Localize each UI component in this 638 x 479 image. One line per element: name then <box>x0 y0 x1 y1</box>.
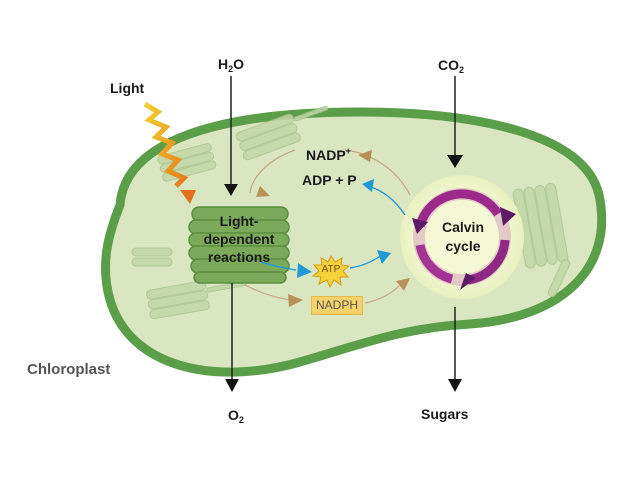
co2-label: CO2 <box>438 57 465 75</box>
return-arrows <box>249 149 411 216</box>
o2-arrow <box>225 283 239 392</box>
co2-arrow <box>447 76 463 168</box>
calvin-arrowheads <box>412 207 516 290</box>
h2o-label: H2O <box>218 56 245 74</box>
thylakoid-stack <box>188 206 290 284</box>
adp-p-label: ADP + P <box>302 172 357 188</box>
light-label: Light <box>110 80 145 96</box>
light-dependent-label: Light- dependent reactions <box>203 213 275 265</box>
nadp-label: NADP+ <box>306 146 351 163</box>
sugars-arrow <box>448 307 462 392</box>
nadph-label: NADPH <box>311 296 363 315</box>
light-arrowhead <box>180 190 196 204</box>
light-wave <box>143 101 189 188</box>
atp-label: ATP <box>321 264 341 275</box>
calvin-cycle-label: Calvin cycle <box>441 219 484 254</box>
chloroplast-label: Chloroplast <box>27 361 111 378</box>
sugars-label: Sugars <box>421 406 469 422</box>
o2-label: O2 <box>228 407 244 425</box>
h2o-arrow <box>224 76 238 196</box>
atp-star <box>311 255 351 289</box>
forward-arrows <box>244 250 410 307</box>
